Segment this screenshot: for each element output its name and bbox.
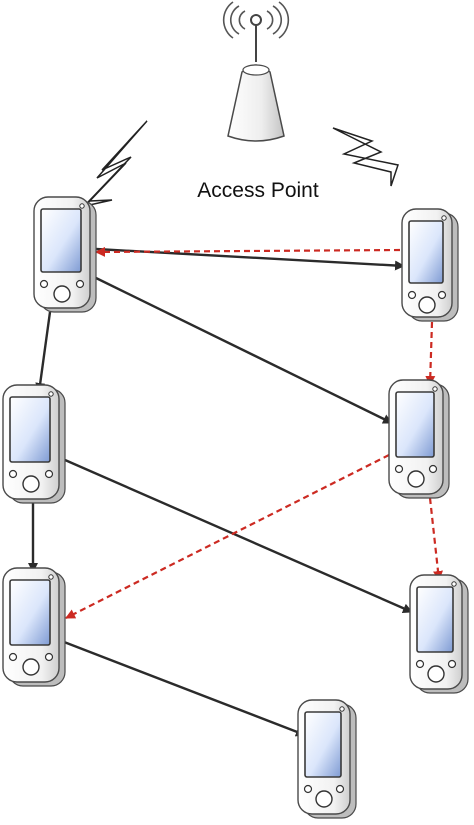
access-point (222, 1, 290, 142)
solid-link-d1-to-d3 (35, 311, 52, 393)
device-top-left-icon (33, 196, 97, 313)
lightning-bolt-left-icon (82, 120, 148, 208)
access-point-label: Access Point (197, 179, 319, 202)
links-layer (28, 246, 443, 737)
device-mid-right-icon (388, 379, 450, 499)
dashed-link-d4-to-d6 (428, 497, 443, 581)
solid-link-d3-to-d6 (64, 458, 413, 614)
solid-link-d5-to-d7 (32, 628, 306, 737)
device-mid-left-icon (2, 384, 66, 504)
antenna-signal-icon (222, 1, 290, 39)
lightning-bolt-right-icon (332, 127, 399, 187)
dashed-link-d2-to-d1 (95, 246, 401, 257)
solid-link-d1-to-d4 (95, 276, 393, 425)
device-lower-left-icon (2, 567, 66, 687)
dashed-link-d4-to-d5 (65, 454, 390, 619)
device-lower-right-icon (409, 574, 469, 694)
dashed-link-d2-to-d4 (425, 321, 436, 386)
device-top-right-icon (401, 208, 459, 322)
devices-layer (2, 196, 469, 819)
device-bottom-icon (297, 699, 357, 819)
